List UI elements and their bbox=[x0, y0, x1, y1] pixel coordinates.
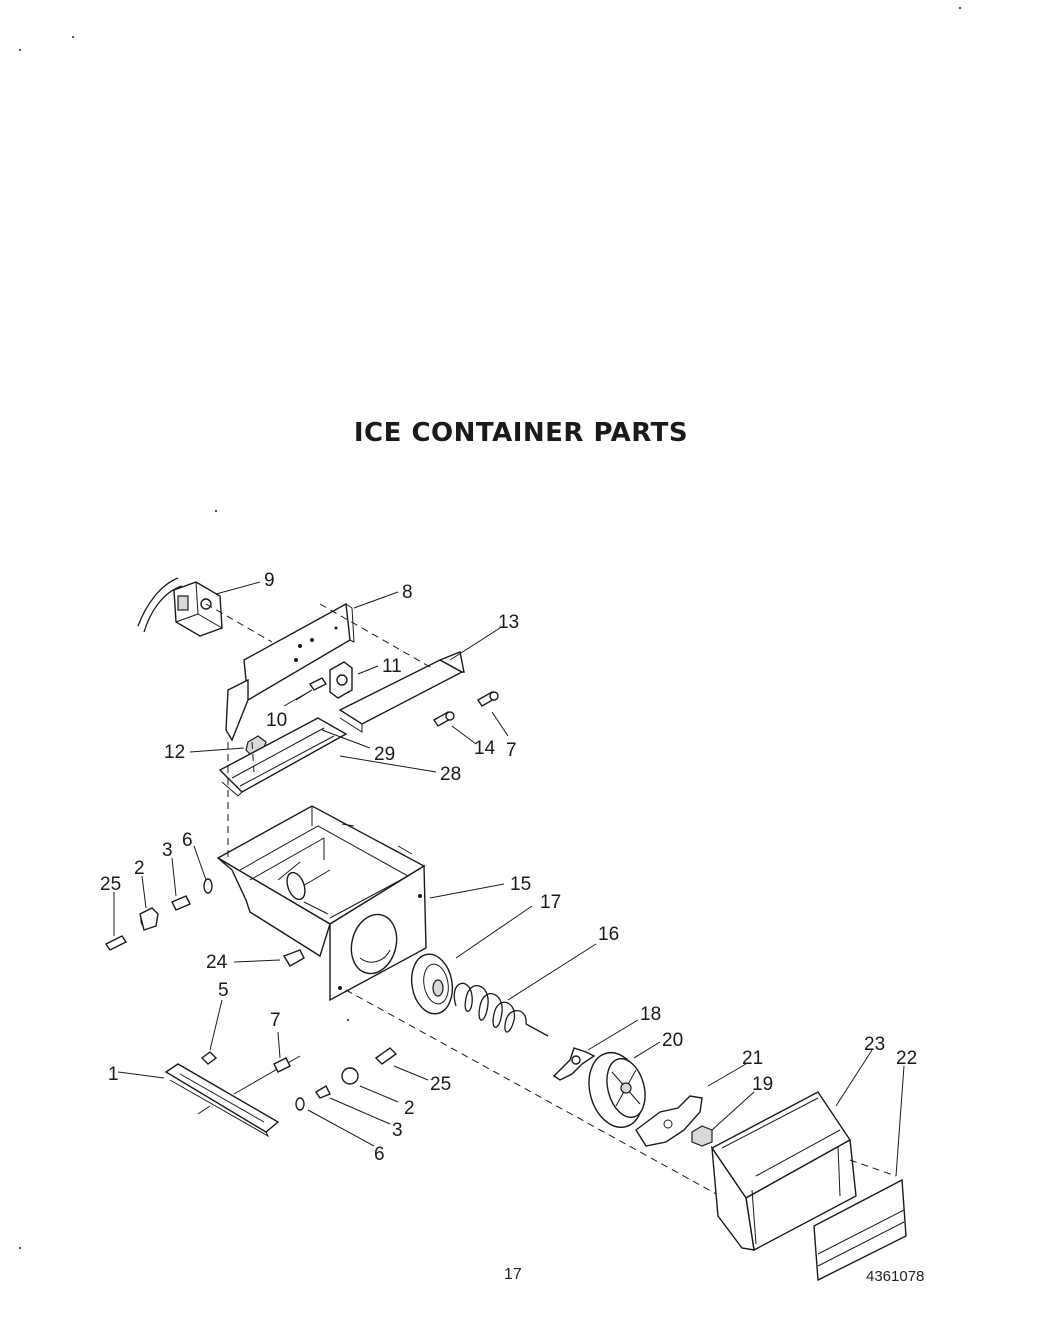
page-number: 17 bbox=[504, 1266, 522, 1283]
callout-14: 14 bbox=[474, 738, 496, 759]
callout-5: 5 bbox=[218, 980, 229, 1001]
callout-1: 1 bbox=[108, 1064, 119, 1085]
part-9-motor bbox=[137, 577, 223, 637]
scan-specks bbox=[19, 7, 961, 1249]
callout-6-lower: 6 bbox=[374, 1144, 385, 1165]
page-title: ICE CONTAINER PARTS bbox=[353, 418, 689, 448]
part-6-washer-left bbox=[203, 878, 213, 894]
callout-20: 20 bbox=[662, 1030, 683, 1051]
part-2-bushing-left bbox=[139, 907, 159, 931]
part-13-cover bbox=[338, 651, 465, 733]
part-1-bar bbox=[164, 1055, 301, 1138]
callout-3-lower: 3 bbox=[392, 1120, 403, 1141]
callout-8: 8 bbox=[402, 582, 413, 603]
part-16-spring bbox=[453, 982, 549, 1037]
part-24-screw bbox=[282, 949, 305, 967]
part-19-nut bbox=[691, 1125, 713, 1147]
leader-lines bbox=[113, 581, 905, 1177]
part-18-actuator bbox=[552, 1047, 596, 1081]
callout-16: 16 bbox=[598, 924, 619, 945]
callout-7-upper: 7 bbox=[506, 740, 517, 761]
callout-2-lower: 2 bbox=[404, 1098, 415, 1119]
callout-15: 15 bbox=[510, 874, 531, 895]
callout-7-lower: 7 bbox=[270, 1010, 281, 1031]
callout-3-left: 3 bbox=[162, 840, 173, 861]
callout-2-left: 2 bbox=[134, 858, 145, 879]
callout-13: 13 bbox=[498, 612, 519, 633]
part-21-cam-plate bbox=[635, 1095, 703, 1147]
callout-21: 21 bbox=[742, 1048, 763, 1069]
callout-labels: 9 8 13 11 10 7 12 29 14 28 25 2 3 6 15 1… bbox=[100, 570, 917, 1165]
callout-25-left: 25 bbox=[100, 874, 121, 895]
part-14-screw bbox=[433, 711, 455, 727]
callout-25-lower: 25 bbox=[430, 1074, 451, 1095]
part-20-wheel bbox=[588, 1051, 646, 1129]
part-17-gear bbox=[410, 953, 454, 1015]
callout-12: 12 bbox=[164, 742, 185, 763]
part-23-door bbox=[710, 1091, 897, 1252]
callout-24: 24 bbox=[206, 952, 228, 973]
callout-6-left: 6 bbox=[182, 830, 193, 851]
part-15-container bbox=[216, 805, 721, 1197]
callout-23: 23 bbox=[864, 1034, 885, 1055]
callout-17: 17 bbox=[540, 892, 561, 913]
part-25-screw-lower bbox=[374, 1047, 398, 1065]
part-11-clip bbox=[329, 661, 353, 699]
part-6-washer-lower bbox=[295, 1097, 305, 1111]
part-5-plug bbox=[200, 1051, 218, 1065]
part-7-screw-upper bbox=[477, 691, 499, 707]
part-25-screw-left bbox=[104, 935, 128, 951]
callout-19: 19 bbox=[752, 1074, 773, 1095]
callout-29: 29 bbox=[374, 744, 395, 765]
callout-11: 11 bbox=[382, 656, 402, 677]
callout-28: 28 bbox=[440, 764, 461, 785]
callout-22: 22 bbox=[896, 1048, 917, 1069]
part-8-bracket bbox=[225, 602, 355, 742]
part-2-bushing-lower bbox=[341, 1067, 359, 1085]
alignment-lines bbox=[205, 603, 433, 862]
part-3-spacer-lower bbox=[315, 1085, 331, 1099]
part-3-spacer-left bbox=[171, 895, 191, 911]
callout-10: 10 bbox=[266, 710, 287, 731]
part-22-panel bbox=[813, 1178, 907, 1282]
part-28-channel bbox=[218, 717, 348, 797]
document-number: 4361078 bbox=[866, 1268, 925, 1285]
part-7-screw-lower bbox=[273, 1057, 291, 1073]
callout-18: 18 bbox=[640, 1004, 661, 1025]
callout-9: 9 bbox=[264, 570, 275, 591]
